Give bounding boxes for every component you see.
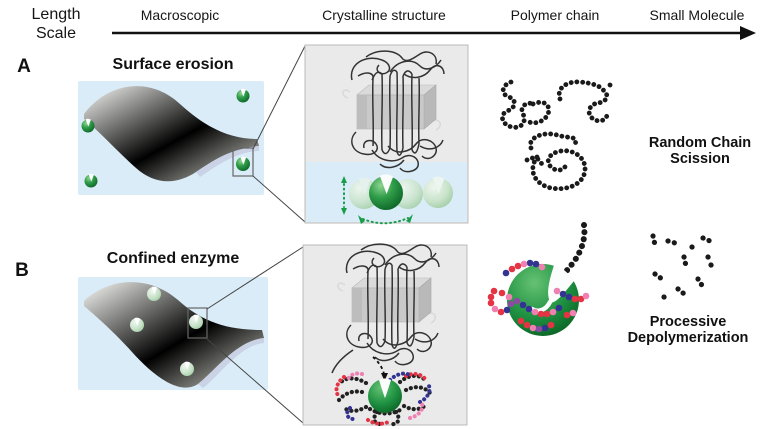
- column-label-macroscopic: Macroscopic: [140, 7, 220, 23]
- column-label-small-molecule: Small Molecule: [649, 7, 745, 23]
- motion-arrows: [343, 183, 409, 225]
- row-a-title: Surface erosion: [112, 56, 234, 73]
- zoom-lines-a: [252, 45, 306, 223]
- polymer-film-b: [84, 282, 264, 388]
- extracted-chain: [331, 349, 354, 374]
- free-enzymes-a: [81, 88, 250, 188]
- wrapped-substrate-beads: [487, 259, 590, 333]
- processive-enzyme-large: [487, 259, 590, 336]
- column-label-polymer-chain: Polymer chain: [510, 7, 600, 23]
- processive-enzyme-small: [334, 371, 433, 427]
- polymer-chains-a: [500, 79, 613, 192]
- small-molecules: [650, 233, 714, 300]
- film-edge-b: [198, 338, 264, 388]
- length-scale-line1: Length: [31, 6, 81, 23]
- row-b-mechanism: Processive Depolymerization: [627, 314, 749, 347]
- zoom-box-b: [187, 307, 208, 339]
- feed-arrow: [372, 356, 385, 375]
- crystal-panel-a: [304, 44, 469, 225]
- zoom-box-a: [232, 147, 254, 177]
- row-b-title: Confined enzyme: [106, 250, 240, 267]
- surface-enzyme-motion: [341, 174, 453, 225]
- crystal-panel-b: [302, 243, 468, 427]
- macroscopic-a: [78, 81, 264, 195]
- panel-label-a: A: [17, 56, 31, 77]
- polymer-film-a: [84, 86, 259, 182]
- length-scale-arrow: [112, 26, 756, 40]
- length-scale-label: Length Scale: [18, 5, 94, 43]
- macroscopic-b: [78, 277, 268, 390]
- panel-label-b: B: [15, 260, 29, 281]
- length-scale-line2: Scale: [35, 25, 77, 43]
- threaded-chain: [558, 222, 588, 281]
- column-label-crystalline-structure: Crystalline structure: [322, 7, 446, 23]
- arrowhead-right: [740, 26, 756, 40]
- row-a-mechanism: Random Chain Scission: [648, 135, 752, 168]
- zoom-lines-b: [206, 246, 304, 424]
- confined-enzymes-b: [130, 286, 203, 376]
